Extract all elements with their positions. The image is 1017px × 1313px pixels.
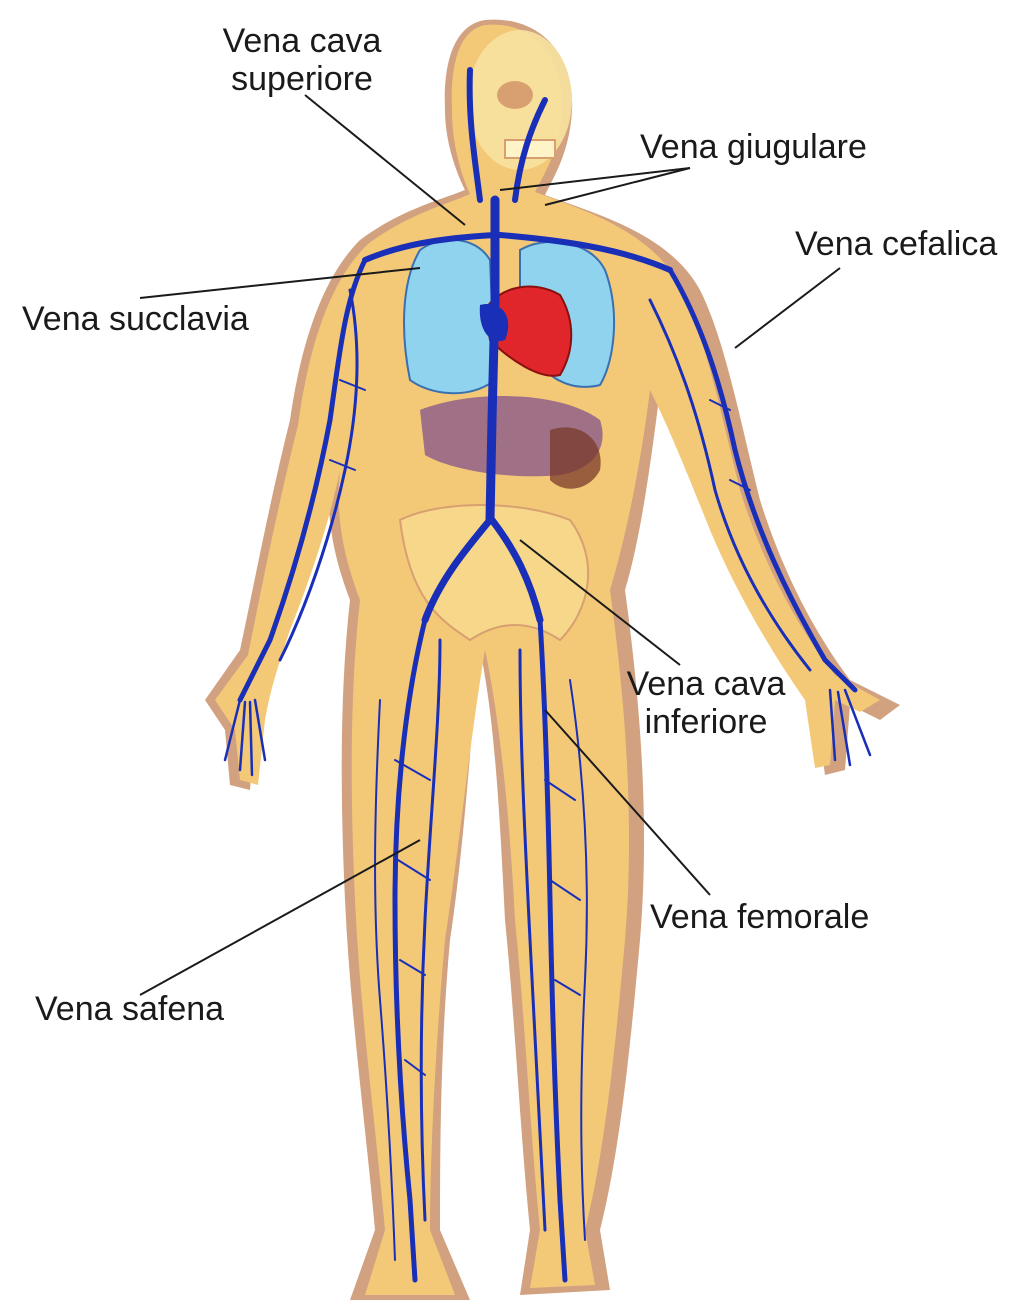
- central-vein: [490, 200, 495, 520]
- body-skin: [215, 25, 880, 1295]
- leader-vena-cefalica: [735, 268, 840, 348]
- label-vena-cava-inferiore-2: inferiore: [645, 703, 768, 741]
- leader-vena-giugulare-2: [545, 168, 690, 205]
- label-vena-giugulare: Vena giugulare: [640, 128, 867, 166]
- eye-socket: [497, 81, 533, 109]
- label-vena-femorale: Vena femorale: [650, 898, 869, 936]
- label-vena-cava-superiore-1: Vena cava: [223, 22, 382, 60]
- label-vena-succlavia: Vena succlavia: [22, 300, 249, 338]
- label-vena-cefalica: Vena cefalica: [795, 225, 997, 263]
- label-vena-cava-superiore-2: superiore: [231, 60, 373, 98]
- label-vena-safena: Vena safena: [35, 990, 224, 1028]
- label-vena-cava-inferiore-1: Vena cava: [627, 665, 786, 703]
- human-body-figure: [205, 20, 900, 1300]
- leader-vena-cava-superiore: [305, 95, 465, 225]
